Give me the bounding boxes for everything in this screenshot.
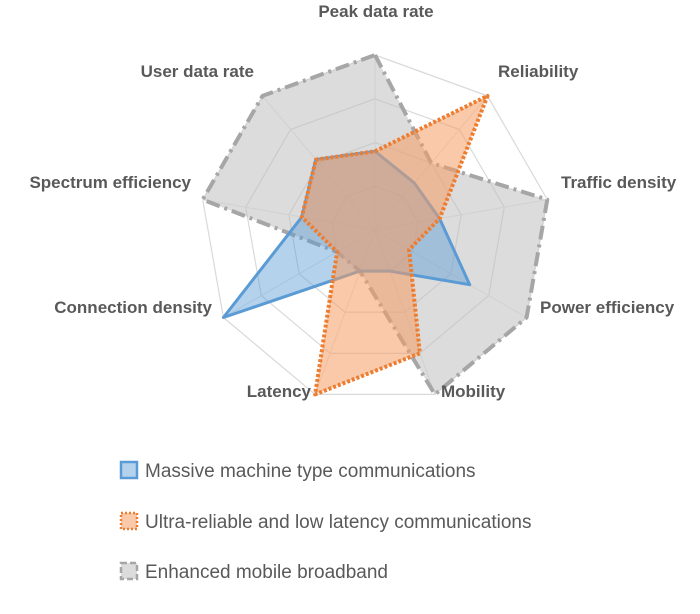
legend-label: Ultra-reliable and low latency communica… (145, 512, 532, 533)
legend-label: Enhanced mobile broadband (145, 562, 388, 583)
legend-swatch (119, 561, 139, 581)
axis-label: User data rate (141, 62, 254, 81)
axis-label: Power efficiency (540, 298, 675, 317)
axis-label: Traffic density (561, 173, 677, 192)
radar-series (200, 53, 550, 397)
axis-label: Peak data rate (318, 2, 433, 21)
legend-swatch (119, 511, 139, 531)
axis-label: Mobility (441, 382, 506, 401)
axis-label: Latency (247, 382, 312, 401)
series-area (299, 93, 490, 397)
axis-label: Reliability (498, 62, 579, 81)
legend-label: Massive machine type communications (145, 461, 476, 482)
axis-label: Connection density (54, 298, 212, 317)
legend: Massive machine type communicationsUltra… (119, 460, 532, 583)
legend-swatch (119, 460, 139, 480)
axis-label: Spectrum efficiency (29, 173, 191, 192)
